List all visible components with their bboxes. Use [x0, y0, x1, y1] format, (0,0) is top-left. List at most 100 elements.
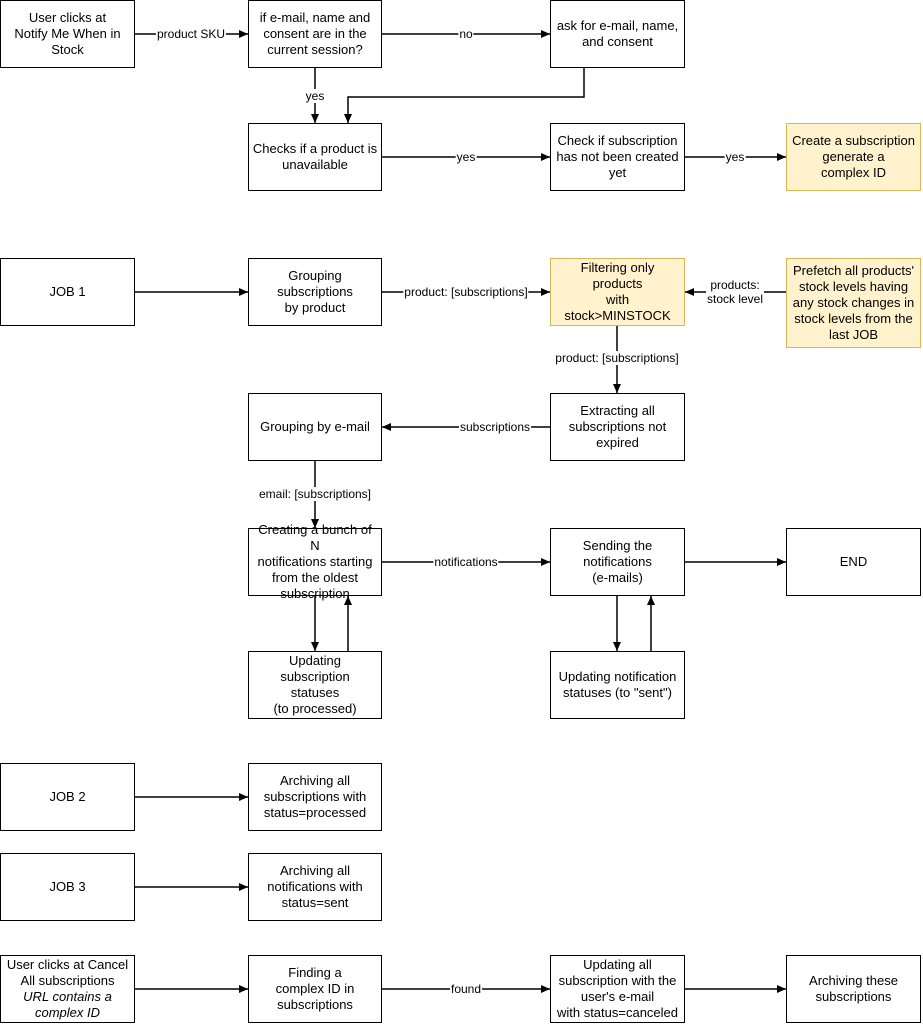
edge-label-line: product: [subscriptions] [555, 351, 679, 365]
node-text-line: with status=canceled [556, 1005, 679, 1020]
node-text-line: complex ID [34, 1005, 101, 1020]
edge-arrow-4 [344, 68, 585, 123]
node-end: END [786, 528, 921, 596]
node-text-line: (to processed) [273, 701, 357, 716]
node-text-line: notifications [583, 554, 652, 569]
node-text-line: Sending the [582, 538, 653, 553]
node-text-line: stock>MINSTOCK [564, 308, 671, 323]
node-text-line: (e-mails) [592, 570, 643, 585]
node-text-line: if e-mail, name and [259, 10, 371, 25]
edge-label-line: subscriptions [459, 420, 531, 434]
node-job3: JOB 3 [0, 853, 135, 921]
edge-label-line: yes [456, 150, 476, 164]
node-text-line: Grouping by e-mail [260, 419, 370, 434]
node-text-line: Grouping [288, 268, 342, 283]
node-text-line: and consent [582, 34, 653, 49]
node-text-line: generate a [822, 149, 885, 164]
node-text-line: JOB 1 [49, 284, 86, 299]
node-text-line: Checks if a product is [252, 141, 378, 156]
node-text-line: status=sent [281, 895, 349, 910]
edge-label-notifications: notifications [433, 555, 499, 569]
node-text-line: Prefetch all products' [793, 263, 914, 278]
edge-label-line: stock level [706, 292, 764, 306]
node-text-line: notifications starting [257, 554, 373, 569]
node-text-line: User clicks at [28, 10, 107, 25]
node-text: ask for e-mail, name,and consent [557, 18, 678, 50]
node-text-line: Finding a [288, 965, 342, 980]
edge-label-product-sku: product SKU [155, 27, 227, 41]
node-text-line: has not been created [556, 149, 679, 164]
node-text-line: any stock changes in [792, 295, 915, 310]
node-text-line: statuses [290, 685, 340, 700]
edge-label-line: yes [725, 150, 745, 164]
edge-label-no: no [458, 27, 474, 41]
node-text-line: from the oldest [272, 570, 358, 585]
edge-label-email-subscriptions: email: [subscriptions] [257, 487, 373, 501]
node-text-line: subscription [280, 586, 350, 601]
node-ask-email: ask for e-mail, name,and consent [550, 0, 685, 68]
node-text-line: Filtering only products [580, 260, 655, 291]
edge-label-subscriptions: subscriptions [458, 420, 532, 434]
node-text-line: subscriptions [277, 284, 353, 299]
node-text-line: expired [596, 435, 639, 450]
node-job2: JOB 2 [0, 763, 135, 831]
node-text-line: Archiving all [279, 863, 351, 878]
node-text-line: ask for e-mail, name, [556, 18, 679, 33]
node-text-line: current session? [267, 42, 363, 57]
node-text-line: complex ID in [275, 981, 355, 996]
node-text-line: by product [284, 300, 346, 315]
node-text-line: Updating notification [558, 669, 677, 684]
node-text-line: last JOB [828, 327, 879, 342]
node-text-line: statuses (to "sent") [563, 685, 672, 700]
edge-label-products-stock-level: products:stock level [705, 278, 765, 306]
node-text-line: Create a subscription [792, 133, 915, 148]
node-text-line: Updating [288, 653, 342, 668]
node-text-line: subscriptions [815, 989, 892, 1004]
node-text-line: Updating all [583, 957, 652, 972]
node-text-line: END [839, 554, 868, 569]
edge-label-yes-create: yes [724, 150, 746, 164]
node-text: JOB 2 [49, 789, 85, 805]
node-prefetch: Prefetch all products'stock levels havin… [786, 258, 921, 348]
node-text-line: stock levels having [798, 279, 909, 294]
node-text-line: User clicks at Cancel [6, 957, 129, 972]
node-text-line: Archiving these [809, 973, 898, 988]
node-text-line: Extracting all [580, 403, 655, 418]
node-text-line: yet [608, 165, 627, 180]
edge-label-product-subscriptions-2: product: [subscriptions] [554, 351, 680, 365]
edge-label-line: yes [305, 89, 325, 103]
node-text: END [840, 554, 867, 570]
node-text-line: Creating a bunch of N [258, 522, 372, 553]
edge-label-yes-session: yes [304, 89, 326, 103]
node-text-line: Notify Me When in [14, 26, 121, 41]
node-text-line: consent are in the [263, 26, 367, 41]
node-text-line: subscriptions not [568, 419, 667, 434]
edge-label-line: product: [subscriptions] [404, 285, 528, 299]
node-job1: JOB 1 [0, 258, 135, 326]
edge-label-line: notifications [434, 555, 498, 569]
